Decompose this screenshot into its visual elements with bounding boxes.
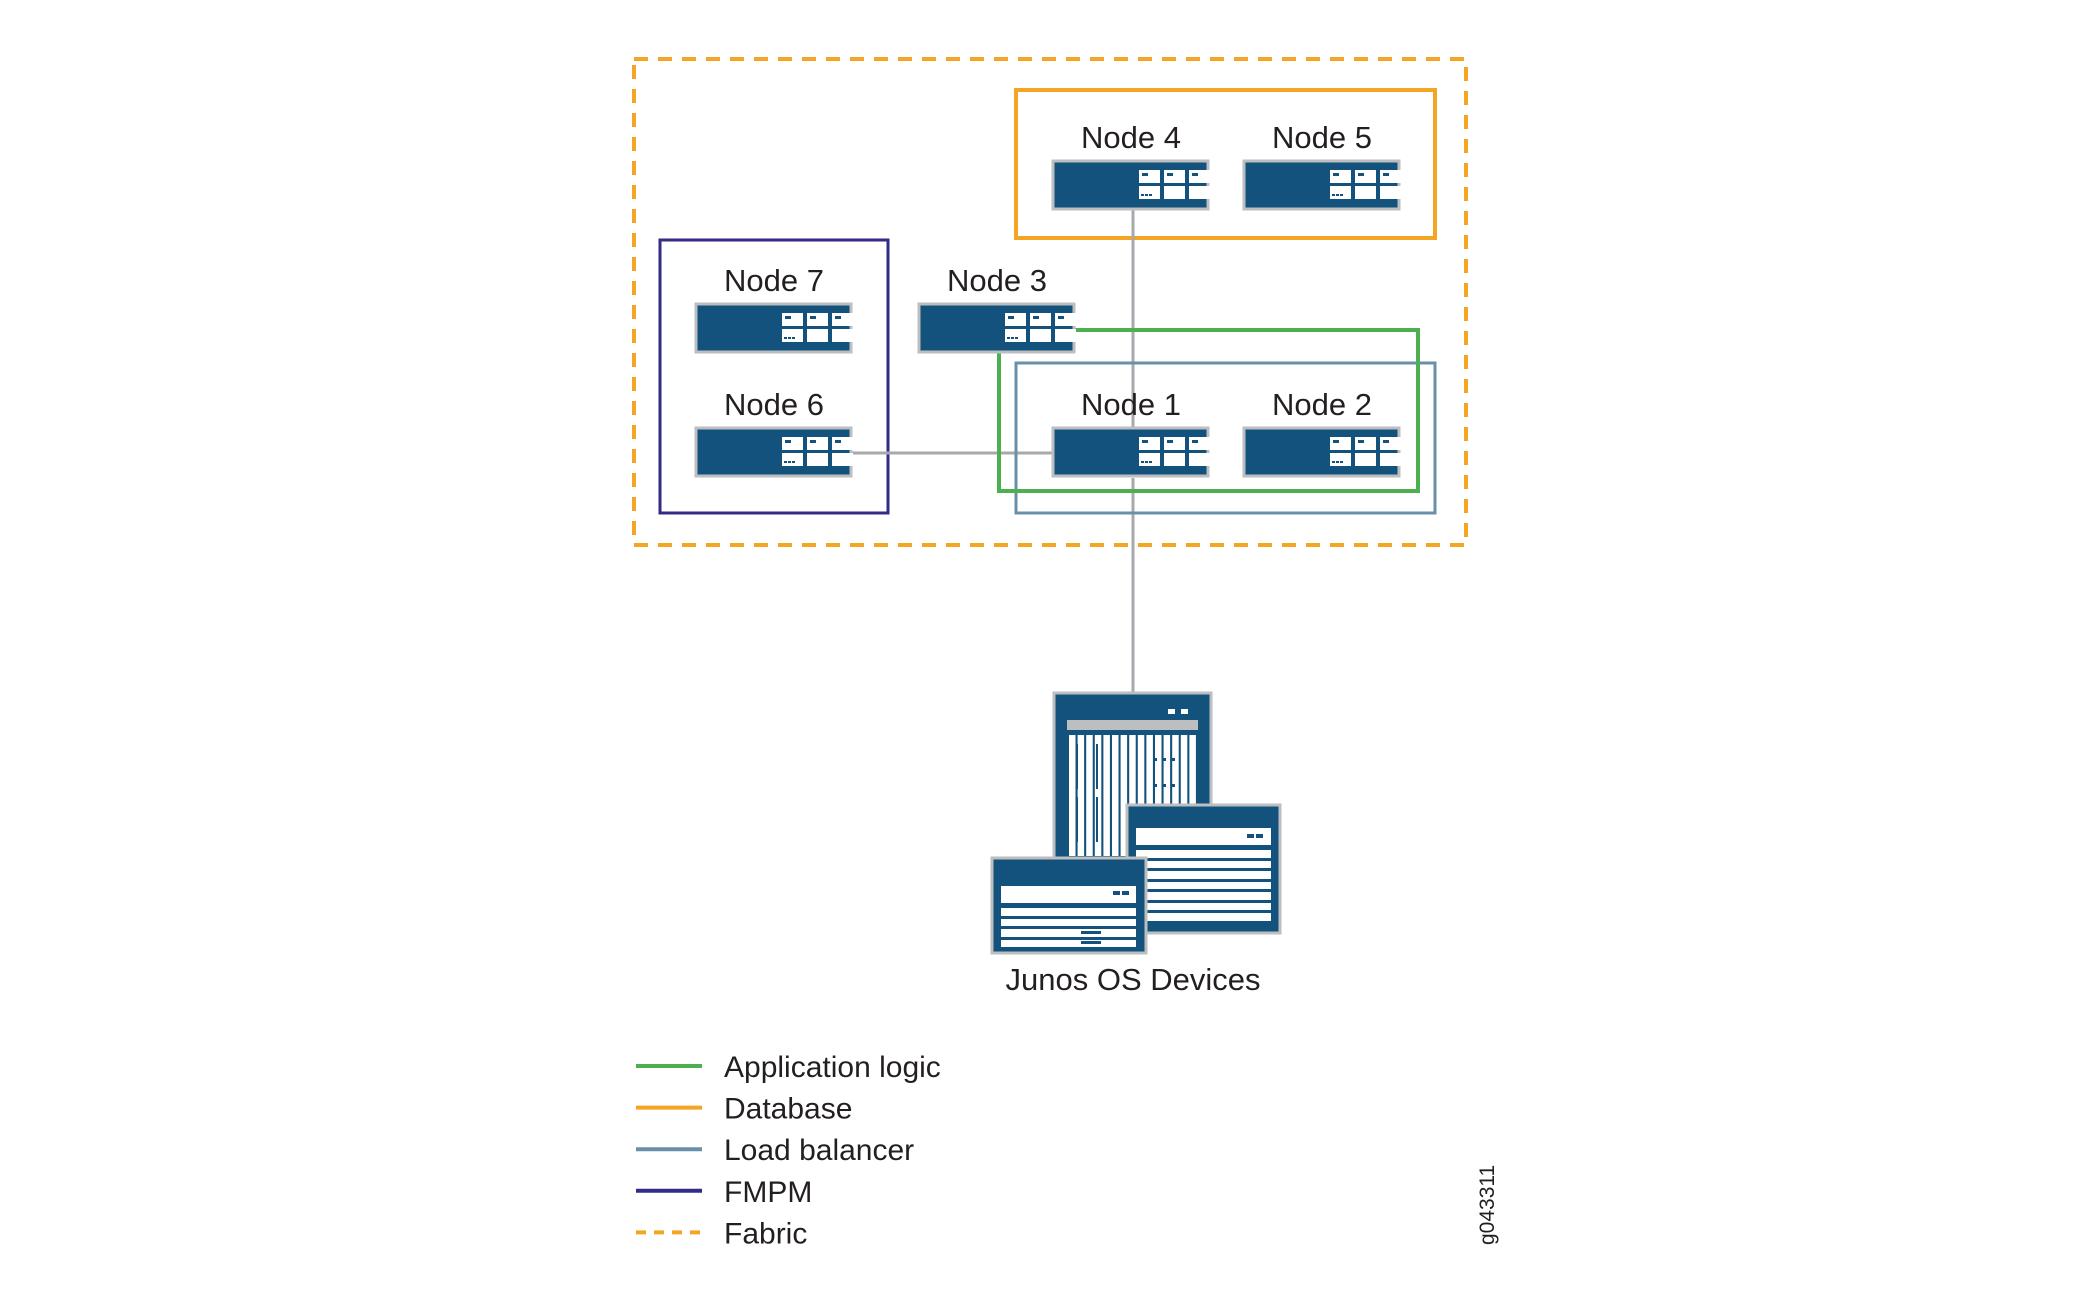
node-4[interactable]: Node 4 xyxy=(1051,120,1210,211)
node-label: Node 6 xyxy=(724,387,824,422)
node-label: Node 2 xyxy=(1272,387,1372,422)
load-balancer-group xyxy=(1014,361,1437,515)
switch-icon xyxy=(1242,426,1401,478)
legend-item: FMPM xyxy=(636,1176,812,1209)
switch-icon xyxy=(1051,426,1210,478)
tall-chassis-icon xyxy=(1052,691,1213,860)
node-label: Node 7 xyxy=(724,263,824,298)
fabric-boundary xyxy=(632,57,1468,547)
node-2[interactable]: Node 2 xyxy=(1242,387,1401,478)
switch-icon xyxy=(1242,159,1401,211)
node-7[interactable]: Node 7 xyxy=(694,263,853,354)
node-label: Node 3 xyxy=(947,263,1047,298)
legend-label: Database xyxy=(724,1093,852,1126)
node-label: Node 1 xyxy=(1081,387,1181,422)
right-chassis-icon xyxy=(1125,803,1282,935)
node-6[interactable]: Node 6 xyxy=(694,387,853,478)
legend-item: Database xyxy=(636,1093,852,1126)
legend-item: Fabric xyxy=(636,1217,807,1250)
legend-item: Load balancer xyxy=(636,1134,914,1167)
legend-label: FMPM xyxy=(724,1176,812,1209)
node-1[interactable]: Node 1 xyxy=(1051,387,1210,478)
node-label: Node 5 xyxy=(1272,120,1372,155)
left-chassis-icon xyxy=(990,856,1148,955)
application-logic-group xyxy=(997,328,1420,493)
legend-label: Application logic xyxy=(724,1051,941,1084)
legend-label: Fabric xyxy=(724,1217,807,1250)
node-5[interactable]: Node 5 xyxy=(1242,120,1401,211)
junos-os-devices[interactable]: Junos OS Devices xyxy=(990,691,1282,997)
legend-label: Load balancer xyxy=(724,1134,914,1167)
switch-icon xyxy=(694,302,853,354)
figure-id: g043311 xyxy=(1476,1165,1499,1245)
switch-icon xyxy=(694,426,853,478)
node-label: Node 4 xyxy=(1081,120,1181,155)
junos-devices-label: Junos OS Devices xyxy=(1006,962,1261,997)
fmpm-group xyxy=(658,238,890,515)
legend-item: Application logic xyxy=(636,1051,941,1084)
database-group xyxy=(1014,88,1437,240)
switch-icon xyxy=(1051,159,1210,211)
switch-icon xyxy=(917,302,1076,354)
node-3[interactable]: Node 3 xyxy=(917,263,1076,354)
